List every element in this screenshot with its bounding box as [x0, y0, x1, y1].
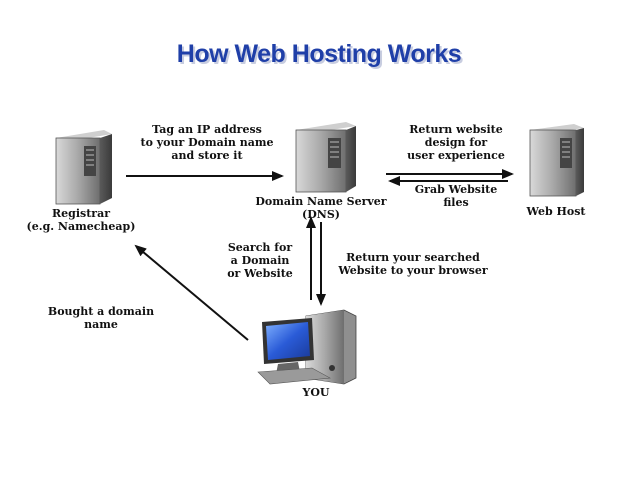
tag-ip-line3: and store it: [171, 149, 243, 162]
webhost-label-text: Web Host: [526, 205, 586, 218]
return-design-label: Return website design for user experienc…: [396, 123, 516, 162]
search-domain-line1: Search for: [227, 241, 293, 254]
bought-domain-label: Bought a domain name: [36, 305, 166, 331]
dns-label: Domain Name Server (DNS): [246, 195, 396, 221]
bought-domain-line2: name: [84, 318, 118, 331]
registrar-label-line2: (e.g. Namecheap): [26, 220, 136, 233]
dns-label-line1: Domain Name Server: [255, 195, 387, 208]
return-searched-label: Return your searched Website to your bro…: [328, 251, 498, 277]
dns-label-line2: (DNS): [302, 208, 340, 221]
registrar-server-icon: [55, 130, 112, 205]
registrar-label-line1: Registrar: [51, 207, 110, 220]
return-design-line1: Return website: [409, 123, 503, 136]
you-label-text: YOU: [302, 386, 330, 399]
grab-files-line2: files: [443, 196, 469, 209]
grab-files-label: Grab Website files: [404, 183, 508, 209]
registrar-label: Registrar (e.g. Namecheap): [16, 207, 146, 233]
client-computer-icon: [257, 309, 357, 385]
return-searched-line2: Website to your browser: [338, 264, 488, 277]
return-design-line2: design for: [424, 136, 488, 149]
tag-ip-line2: to your Domain name: [140, 136, 274, 149]
webhost-server-icon: [529, 124, 584, 197]
return-searched-line1: Return your searched: [346, 251, 480, 264]
tag-ip-line1: Tag an IP address: [152, 123, 262, 136]
webhost-label: Web Host: [516, 205, 596, 218]
search-domain-line3: or Website: [227, 267, 293, 280]
grab-files-line1: Grab Website: [414, 183, 498, 196]
tag-ip-label: Tag an IP address to your Domain name an…: [132, 123, 282, 162]
dns-server-icon: [295, 122, 356, 193]
diagram-title: How Web Hosting Works: [176, 40, 462, 68]
search-domain-label: Search for a Domain or Website: [218, 241, 302, 280]
search-domain-line2: a Domain: [230, 254, 290, 267]
you-label: YOU: [286, 386, 346, 399]
arrow-you-to-registrar: [134, 244, 249, 341]
bought-domain-line1: Bought a domain: [47, 305, 155, 318]
return-design-line3: user experience: [407, 149, 505, 162]
